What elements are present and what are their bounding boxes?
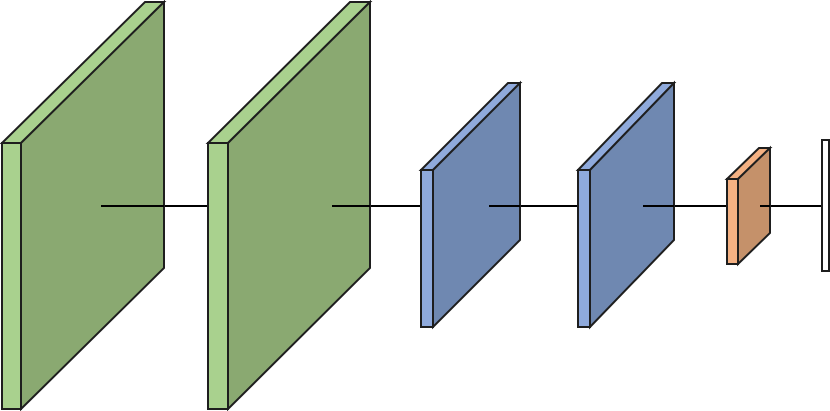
layer-3-front — [420, 169, 434, 328]
layer-2-block — [205, 0, 373, 411]
layer-1-front — [1, 142, 22, 410]
layer-1-block — [0, 0, 167, 411]
layer-3-block — [418, 80, 523, 330]
layer-2-front — [207, 142, 229, 410]
layer-6-front — [821, 139, 830, 272]
layer-4-block — [575, 80, 677, 330]
layer-5-front — [726, 178, 739, 265]
layer-4-front — [577, 169, 591, 328]
layer-5-block — [724, 145, 773, 267]
layer-6-block — [821, 139, 830, 272]
